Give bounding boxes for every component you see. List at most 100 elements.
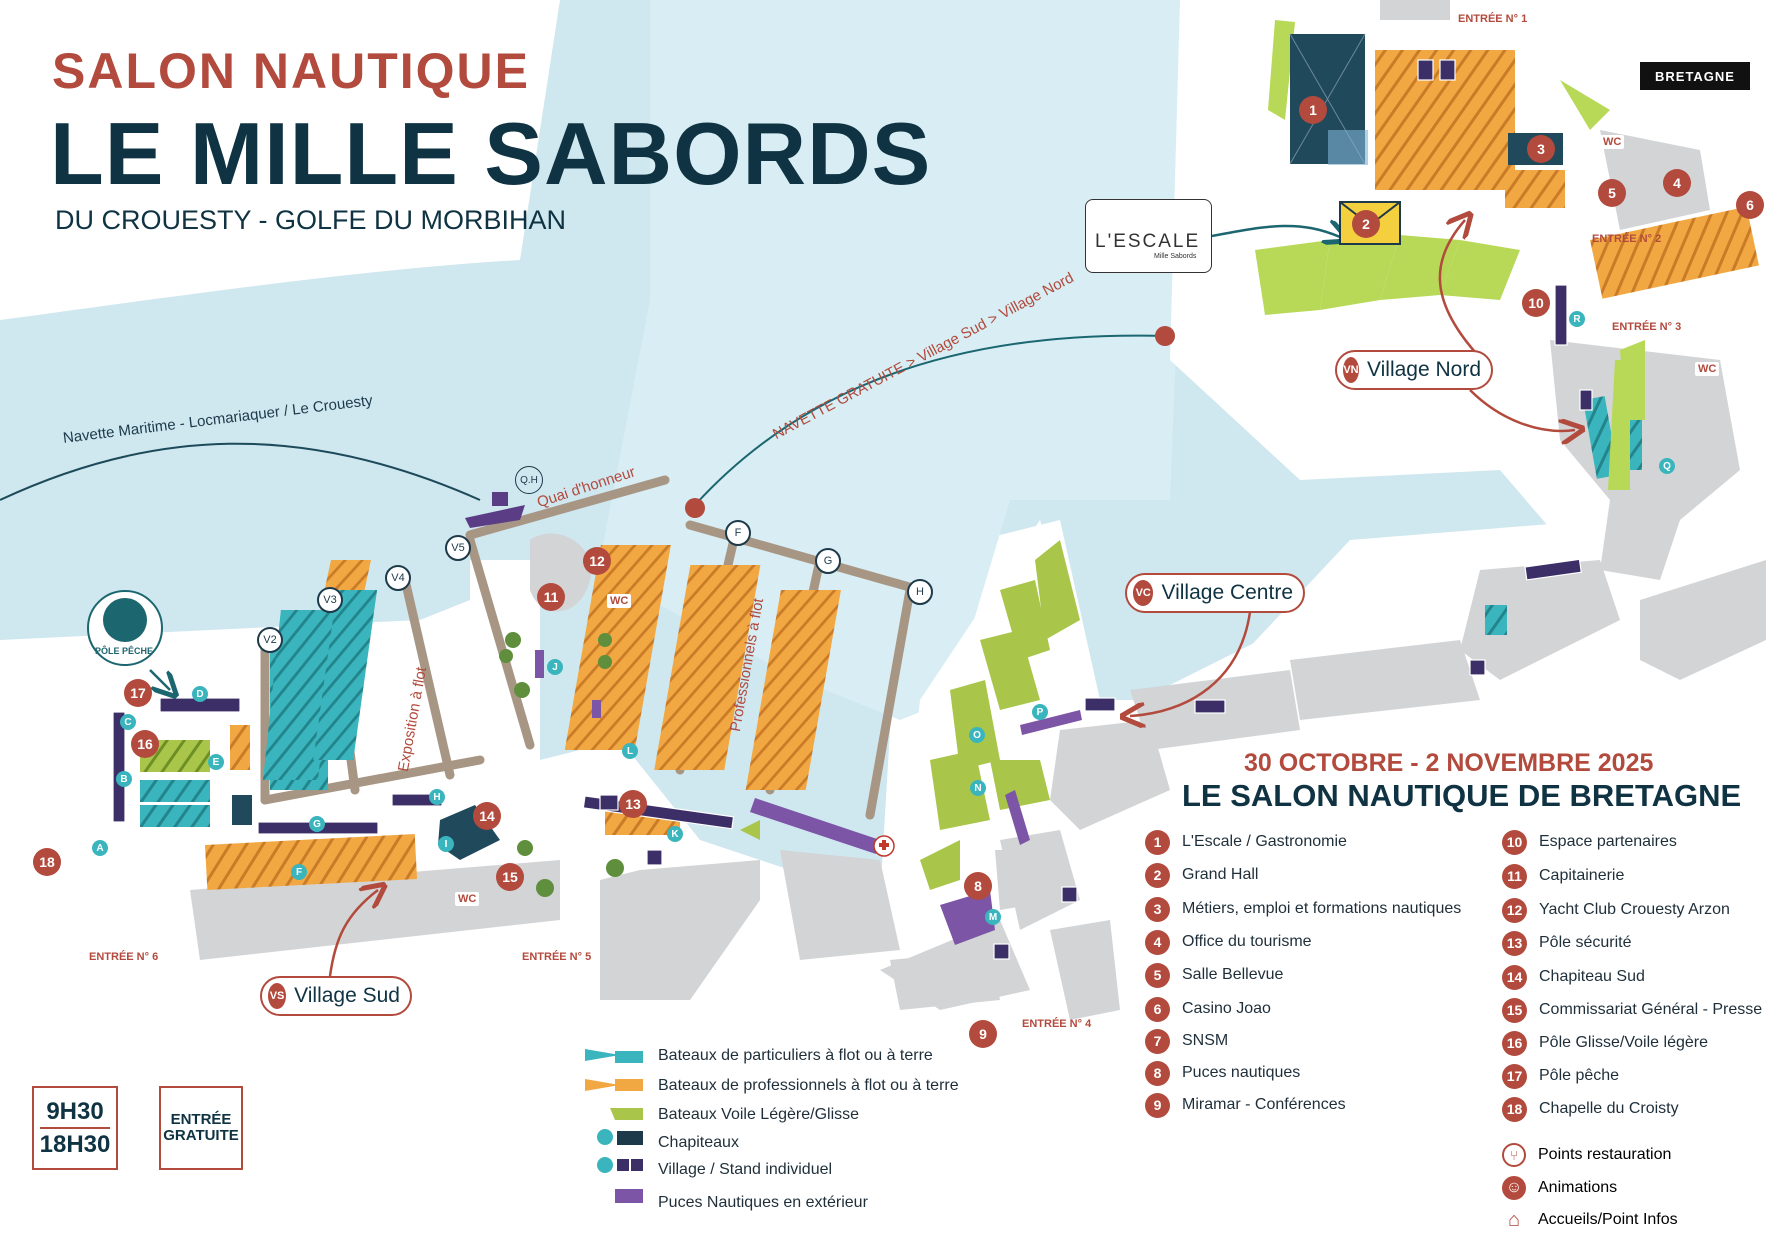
village-nord-label: Village Nord bbox=[1366, 358, 1481, 381]
village-sud-label: Village Sud bbox=[294, 984, 400, 1007]
escale-logo: L'ESCALE Mille Sabords bbox=[1085, 199, 1212, 273]
entrance-6: ENTRÉE N° 6 bbox=[89, 951, 159, 963]
wc-label-3: WC bbox=[607, 594, 632, 608]
stand-q: Q bbox=[1659, 458, 1675, 474]
navette-gratuite-route bbox=[694, 334, 1166, 506]
legend-puces: Puces Nautiques en extérieur bbox=[658, 1194, 868, 1211]
arrow-peche bbox=[149, 669, 170, 690]
map-marker-3[interactable]: 3 bbox=[1527, 135, 1555, 163]
stand-a: A bbox=[92, 840, 108, 856]
pontoon-v5: V5 bbox=[445, 535, 471, 561]
map-marker-1[interactable]: 1 bbox=[1299, 96, 1327, 124]
stand-h: H bbox=[429, 789, 445, 805]
pontoon-g: G bbox=[815, 548, 841, 574]
entrance-1: ENTRÉE N° 1 bbox=[1458, 13, 1528, 25]
puces bbox=[535, 650, 1082, 945]
free-entry: ENTRÉE GRATUITE bbox=[159, 1086, 243, 1170]
stand-g: G bbox=[309, 816, 325, 832]
legend-restauration: ⑂ Points restauration bbox=[1502, 1142, 1671, 1168]
navette-maritime-route bbox=[0, 442, 481, 501]
brand-logo: BRETAGNE bbox=[1640, 62, 1750, 90]
map-marker-4[interactable]: 4 bbox=[1663, 169, 1691, 197]
map-marker-10[interactable]: 10 bbox=[1522, 289, 1550, 317]
map-marker-18[interactable]: 18 bbox=[33, 848, 61, 876]
map-marker-8[interactable]: 8 bbox=[964, 872, 992, 900]
legend-tent: Chapiteaux bbox=[658, 1134, 739, 1151]
village-centre-pill[interactable]: VC Village Centre bbox=[1125, 573, 1305, 613]
stand-c: C bbox=[120, 714, 136, 730]
map-marker-16[interactable]: 16 bbox=[131, 730, 159, 758]
shuttle-stop-south bbox=[685, 498, 705, 518]
free-entry-line1: ENTRÉE bbox=[170, 1110, 232, 1128]
header-location: DU CROUESTY - GOLFE DU MORBIHAN bbox=[55, 205, 567, 235]
map-marker-5[interactable]: 5 bbox=[1598, 179, 1626, 207]
pole-peche-label: PÔLE PÊCHE bbox=[95, 646, 154, 656]
village-nord-pill[interactable]: VN Village Nord bbox=[1335, 350, 1493, 390]
map-marker-11[interactable]: 11 bbox=[537, 583, 565, 611]
arrow-vs bbox=[328, 890, 378, 977]
village-nord-code: VN bbox=[1343, 357, 1359, 383]
legend-orange: Bateaux de professionnels à flot ou à te… bbox=[658, 1077, 959, 1094]
pole-peche-badge bbox=[87, 590, 163, 666]
stand-d: D bbox=[192, 686, 208, 702]
stand-k: K bbox=[667, 826, 683, 842]
hours-open: 9H30 bbox=[46, 1097, 104, 1125]
escale-name: L'ESCALE bbox=[1095, 231, 1201, 252]
stand-r: R bbox=[1569, 311, 1585, 327]
map-marker-6[interactable]: 6 bbox=[1736, 191, 1764, 219]
legend-accueil: ⌂ Accueils/Point Infos bbox=[1502, 1207, 1678, 1233]
pontoon-f: F bbox=[725, 520, 751, 546]
pro-boats-land bbox=[205, 50, 1759, 890]
stand-o: O bbox=[969, 727, 985, 743]
map-marker-15[interactable]: 15 bbox=[496, 863, 524, 891]
free-entry-line2: GRATUITE bbox=[163, 1127, 239, 1144]
village-centre-code: VC bbox=[1133, 580, 1154, 606]
arrow-vc bbox=[1130, 611, 1252, 716]
pontoon-v2: V2 bbox=[257, 627, 283, 653]
stand-p: P bbox=[1032, 704, 1048, 720]
stand-l: L bbox=[622, 743, 638, 759]
legend-stand: Village / Stand individuel bbox=[658, 1161, 833, 1178]
buildings bbox=[190, 0, 1766, 1020]
map-marker-17[interactable]: 17 bbox=[124, 679, 152, 707]
village-centre-label: Village Centre bbox=[1161, 581, 1293, 604]
arrow-escale bbox=[1211, 226, 1340, 237]
legend-green: Bateaux Voile Légère/Glisse bbox=[658, 1106, 860, 1123]
map-marker-2[interactable]: 2 bbox=[1352, 210, 1380, 238]
stand-j: J bbox=[547, 659, 563, 675]
village-sud-pill[interactable]: VS Village Sud bbox=[260, 976, 412, 1016]
map-marker-13[interactable]: 13 bbox=[619, 790, 647, 818]
legend-animations: ☺ Animations bbox=[1502, 1175, 1617, 1201]
wc-label-4: WC bbox=[455, 892, 480, 906]
arrow-vn-up bbox=[1438, 220, 1476, 353]
wc-label-1: WC bbox=[1600, 135, 1625, 149]
pontoon-v4: V4 bbox=[385, 565, 411, 591]
entrance-5: ENTRÉE N° 5 bbox=[522, 951, 592, 963]
map-marker-14[interactable]: 14 bbox=[473, 802, 501, 830]
info-house-icon: ⌂ bbox=[1507, 1208, 1521, 1231]
legend-swatches bbox=[585, 1049, 643, 1203]
arrow-vn-right bbox=[1469, 389, 1575, 431]
wc-label-2: WC bbox=[1695, 362, 1720, 376]
map-marker-9[interactable]: 9 bbox=[969, 1020, 997, 1048]
entrance-2: ENTRÉE N° 2 bbox=[1592, 233, 1662, 245]
map-marker-12[interactable]: 12 bbox=[583, 547, 611, 575]
smiley-icon: ☺ bbox=[1502, 1176, 1526, 1200]
entrance-4: ENTRÉE N° 4 bbox=[1022, 1018, 1092, 1030]
hours-close: 18H30 bbox=[39, 1131, 111, 1158]
stand-n: N bbox=[970, 780, 986, 796]
event-tagline: LE SALON NAUTIQUE DE BRETAGNE bbox=[1182, 778, 1742, 813]
